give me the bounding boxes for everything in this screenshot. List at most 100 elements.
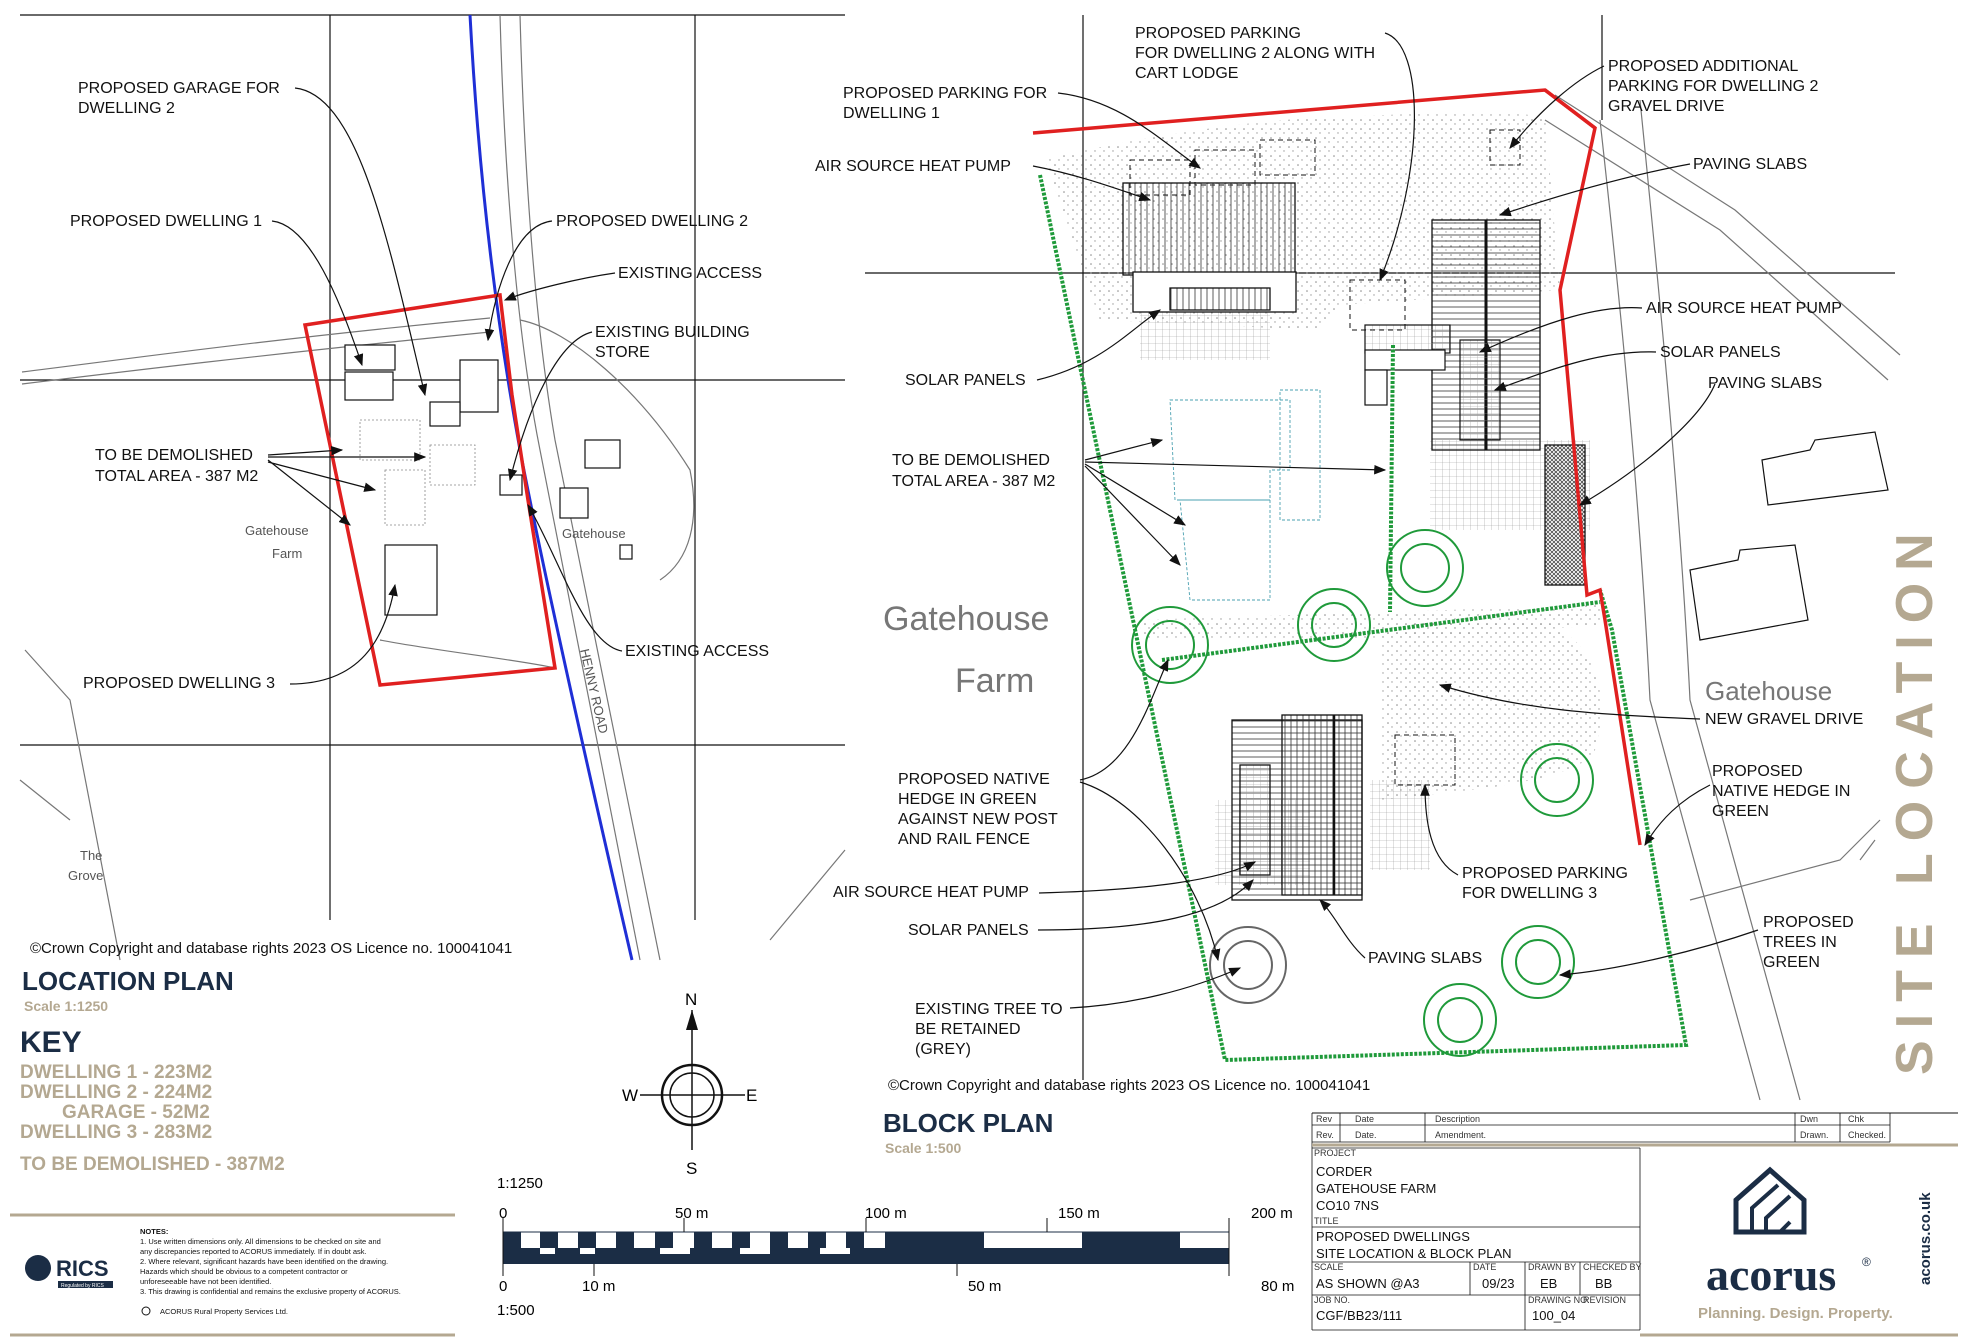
tree-existing [1209, 926, 1287, 1004]
bp-label-demolish-2: TOTAL AREA - 387 M2 [892, 473, 1055, 490]
location-copyright: ©Crown Copyright and database rights 202… [30, 940, 512, 957]
compass-s: S [686, 1159, 697, 1178]
label-dwelling-2: PROPOSED DWELLING 2 [556, 213, 748, 230]
scale-bottom-50: 50 m [968, 1278, 1001, 1295]
label-demolish-2: TOTAL AREA - 387 M2 [95, 468, 258, 485]
scale-bar: 1:1250 1:500 0 50 m 100 m 150 m 200 m 0 [497, 1175, 1294, 1319]
bp-label-parking-d2-3: CART LODGE [1135, 65, 1238, 82]
scale-top-label: 1:1250 [497, 1175, 543, 1192]
copyright-icon [141, 1306, 151, 1316]
place-gatehouse-farm-2: Farm [272, 546, 302, 561]
compass-e: E [746, 1086, 757, 1105]
tb-job-label: JOB NO. [1314, 1295, 1350, 1305]
bp-label-parking-d1: PROPOSED PARKING FOR [843, 85, 1047, 102]
note-line-4: Hazards which should be obvious to a com… [140, 1267, 348, 1276]
tb-checked-label: CHECKED BY [1583, 1262, 1642, 1272]
scale-top-150: 150 m [1058, 1205, 1100, 1222]
place-gatehouse-farm: Gatehouse [245, 523, 309, 538]
tree-proposed-1 [1386, 529, 1464, 607]
location-plan-map: Gatehouse Farm Gatehouse The Grove HENNY… [19, 14, 846, 961]
tb-date-sub: Date. [1355, 1130, 1377, 1140]
bp-label-demolish: TO BE DEMOLISHED [892, 452, 1050, 469]
tree-proposed-5 [1501, 925, 1575, 999]
tb-project-3: CO10 7NS [1316, 1198, 1379, 1213]
acorus-logo-icon [1733, 1166, 1807, 1235]
tb-date: 09/23 [1482, 1276, 1515, 1291]
bp-label-hedge-left-2: HEDGE IN GREEN [898, 791, 1037, 808]
tb-date-label: DATE [1473, 1262, 1496, 1272]
bp-label-existing-tree-2: BE RETAINED [915, 1021, 1021, 1038]
brand-name: acorus [1706, 1249, 1836, 1300]
bp-label-ashp-right: AIR SOURCE HEAT PUMP [1646, 300, 1842, 317]
bp-label-additional-parking-3: GRAVEL DRIVE [1608, 98, 1724, 115]
location-plan-scale: Scale 1:1250 [24, 998, 108, 1014]
key-legend: KEY DWELLING 1 - 223M2 DWELLING 2 - 224M… [20, 1026, 285, 1175]
key-dwelling-2: DWELLING 2 - 224M2 [20, 1082, 212, 1103]
tb-drawn-label: DRAWN BY [1528, 1262, 1576, 1272]
bp-label-paving-bottom: PAVING SLABS [1368, 950, 1482, 967]
key-dwelling-3: DWELLING 3 - 283M2 [20, 1122, 212, 1143]
bp-place-farm: Farm [955, 662, 1034, 700]
scale-top-200: 200 m [1251, 1205, 1293, 1222]
tb-chk-sub: Checked. [1848, 1130, 1886, 1140]
note-line-2: any discrepancies reported to ACORUS imm… [140, 1247, 367, 1256]
scale-bottom-label: 1:500 [497, 1302, 535, 1319]
compass-n: N [685, 990, 697, 1009]
tb-drawing-label: DRAWING NO. [1528, 1295, 1590, 1305]
tree-proposed-4 [1520, 743, 1594, 817]
tb-project-1: CORDER [1316, 1164, 1372, 1179]
compass-rose: N S E W [622, 990, 757, 1178]
bp-label-parking-d3-2: FOR DWELLING 3 [1462, 885, 1597, 902]
label-dwelling-3: PROPOSED DWELLING 3 [83, 675, 275, 692]
label-garage-2: DWELLING 2 [78, 100, 175, 117]
bp-label-hedge-left-4: AND RAIL FENCE [898, 831, 1030, 848]
tb-dwn-h: Dwn [1800, 1114, 1818, 1124]
bp-label-trees-3: GREEN [1763, 954, 1820, 971]
tree-proposed-2 [1131, 606, 1209, 684]
bp-label-additional-parking: PROPOSED ADDITIONAL [1608, 58, 1798, 75]
bp-label-trees-2: TREES IN [1763, 934, 1837, 951]
note-line-1: 1. Use written dimensions only. All dime… [140, 1237, 381, 1246]
scale-bottom-80: 80 m [1261, 1278, 1294, 1295]
tb-scale-label: SCALE [1314, 1262, 1344, 1272]
tb-desc-sub: Amendment. [1435, 1130, 1486, 1140]
block-plan-scale: Scale 1:500 [885, 1140, 961, 1156]
bp-label-parking-d3: PROPOSED PARKING [1462, 865, 1628, 882]
note-line-3: 2. Where relevant, significant hazards h… [140, 1257, 388, 1266]
bp-label-hedge-left-3: AGAINST NEW POST [898, 811, 1058, 828]
tb-dwn-sub: Drawn. [1800, 1130, 1829, 1140]
compass-w: W [622, 1086, 638, 1105]
scale-top-0: 0 [499, 1205, 507, 1222]
notes-heading: NOTES: [140, 1227, 168, 1236]
rics-sub: Regulated by RICS [61, 1283, 104, 1289]
bp-label-paving-top: PAVING SLABS [1693, 156, 1807, 173]
key-dwelling-1: DWELLING 1 - 223M2 [20, 1062, 212, 1083]
label-building-store: EXISTING BUILDING [595, 324, 750, 341]
tb-desc-h: Description [1435, 1114, 1480, 1124]
label-garage: PROPOSED GARAGE FOR [78, 80, 280, 97]
tree-proposed-6 [1423, 983, 1497, 1057]
bp-label-trees: PROPOSED [1763, 914, 1854, 931]
bp-label-hedge-right-3: GREEN [1712, 803, 1769, 820]
rics-logo: RICS Regulated by RICS [25, 1255, 113, 1289]
bp-label-hedge-right-2: NATIVE HEDGE IN [1712, 783, 1850, 800]
place-the-grove-2: Grove [68, 868, 103, 883]
bp-label-existing-tree: EXISTING TREE TO [915, 1001, 1063, 1018]
bp-label-solar-right: SOLAR PANELS [1660, 344, 1781, 361]
label-access-bottom: EXISTING ACCESS [625, 643, 769, 660]
tb-title-label: TITLE [1314, 1216, 1339, 1226]
key-title: KEY [20, 1026, 82, 1059]
rics-text: RICS [56, 1256, 109, 1281]
key-garage: GARAGE - 52M2 [62, 1102, 210, 1123]
place-gatehouse: Gatehouse [562, 526, 626, 541]
scale-bottom-0: 0 [499, 1278, 507, 1295]
tb-rev-h: Rev [1316, 1114, 1333, 1124]
label-access-top: EXISTING ACCESS [618, 265, 762, 282]
notes-block: RICS Regulated by RICS NOTES: 1. Use wri… [10, 1213, 455, 1337]
brand-reg: ® [1862, 1255, 1871, 1269]
bp-label-additional-parking-2: PARKING FOR DWELLING 2 [1608, 78, 1819, 95]
bp-label-hedge-left: PROPOSED NATIVE [898, 771, 1050, 788]
tb-drawn: EB [1540, 1276, 1557, 1291]
bp-label-parking-d2: PROPOSED PARKING [1135, 25, 1301, 42]
